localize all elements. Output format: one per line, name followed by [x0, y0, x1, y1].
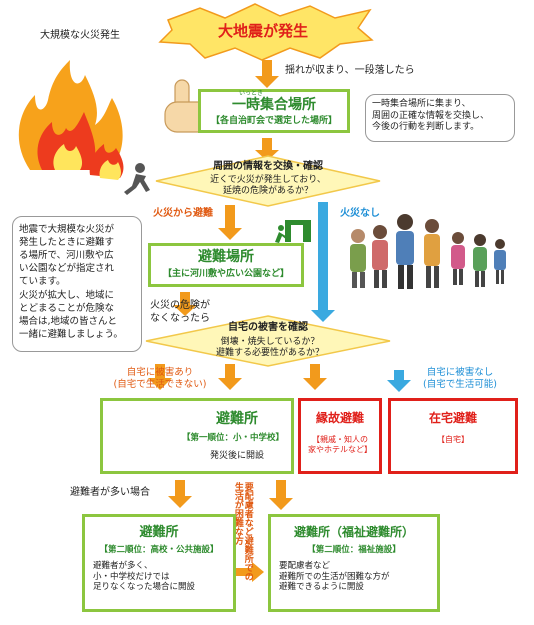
vertical-note: 要配慮者など避難所での 生活が困難な方	[232, 482, 253, 581]
welfare-note: 要配慮者など 避難所での生活が困難な方が 避難できるように開設	[279, 561, 390, 593]
kin-sub: 【親戚・知人の 家やホテルなど】	[308, 435, 372, 454]
orange-arrows	[148, 60, 327, 582]
kin-title: 縁故避難	[315, 411, 364, 425]
damage-title: 自宅の被害を確認	[228, 322, 308, 333]
left-note: 地震で大規模な火災が 発生したときに避難す る場所で、河川敷や広 い公園などが指…	[12, 216, 142, 352]
exchange-question: 近くで火災が発生しており、 延焼の危険があるか？	[210, 175, 326, 197]
temp-place-ruby: いっとき	[239, 90, 264, 97]
damage-question: 倒壊・焼失しているか？ 避難する必要性があるか？	[215, 337, 324, 359]
running-person-icon	[124, 163, 150, 195]
shelter2-box: 避難所 【第二順位：高校・公共施設】 避難者が多く、 小・中学校だけでは 足りな…	[82, 514, 236, 612]
step1-note: 揺れが収まり、一段落したら	[285, 65, 415, 76]
temp-place-title: 一時集合場所	[232, 97, 316, 113]
shelter2-sub: 【第二順位：高校・公共施設】	[99, 545, 219, 555]
evacuation-exit-icon	[275, 220, 311, 243]
blue-arrows	[311, 202, 411, 392]
shelter1-box: 避難所 【第一順位：小・中学校】 発災後に開設	[100, 398, 294, 474]
shelter1-title: 避難所	[216, 411, 258, 427]
damage-yes-label: 自宅に被害あり (自宅で生活できない)	[113, 367, 207, 390]
welfare-box: 避難所（福祉避難所） 【第二順位：福祉施設】 要配慮者など 避難所での生活が困難…	[268, 514, 440, 612]
kin-box: 縁故避難 【親戚・知人の 家やホテルなど】	[298, 398, 382, 474]
fire-no-label: 火災なし	[340, 208, 380, 219]
welfare-title: 避難所（福祉避難所）	[293, 525, 414, 539]
damage-diamond	[145, 315, 391, 367]
shelter1-sub: 【第一順位：小・中学校】	[181, 433, 284, 443]
banner-title: 大地震が発生	[218, 22, 309, 40]
family-evacuating-icon	[350, 214, 506, 289]
refuge-box: 避難場所 【主に河川敷や広い公園など】	[148, 243, 304, 287]
shelter1-note: 発災後に開設	[209, 451, 264, 461]
banner-burst	[158, 3, 374, 61]
refuge-title: 避難場所	[198, 249, 254, 265]
exchange-title: 周囲の情報を交換・確認	[213, 161, 323, 172]
fire-yes-label: 火災から避難	[153, 208, 213, 219]
home-title: 在宅避難	[428, 411, 477, 425]
shelter2-title: 避難所	[139, 525, 179, 540]
shelter2-note: 避難者が多く、 小・中学校だけでは 足りなくなった場合に開設	[93, 561, 196, 593]
temp-place-box: いっとき 一時集合場所 【各自治町会で選定した場所】	[198, 89, 350, 133]
refuge-sub: 【主に河川敷や広い公園など】	[162, 269, 289, 279]
exchange-diamond	[155, 155, 381, 207]
damage-no-label: 自宅に被害なし (自宅で生活可能)	[423, 367, 497, 390]
temp-note: 一時集合場所に集まり、 周囲の正確な情報を交換し、 今後の行動を判断します。	[365, 94, 515, 142]
many-evacuees-note: 避難者が多い場合	[70, 487, 150, 498]
fire-gone-note: 火災の危険が なくなったら	[150, 300, 210, 324]
home-box: 在宅避難 【自宅】	[388, 398, 518, 474]
temp-place-sub: 【各自治町会で選定した場所】	[210, 116, 337, 126]
welfare-sub: 【第二順位：福祉施設】	[307, 545, 401, 555]
fire-icon	[18, 60, 124, 180]
fire-caption: 大規模な火災発生	[40, 30, 120, 41]
home-sub: 【自宅】	[437, 435, 469, 444]
